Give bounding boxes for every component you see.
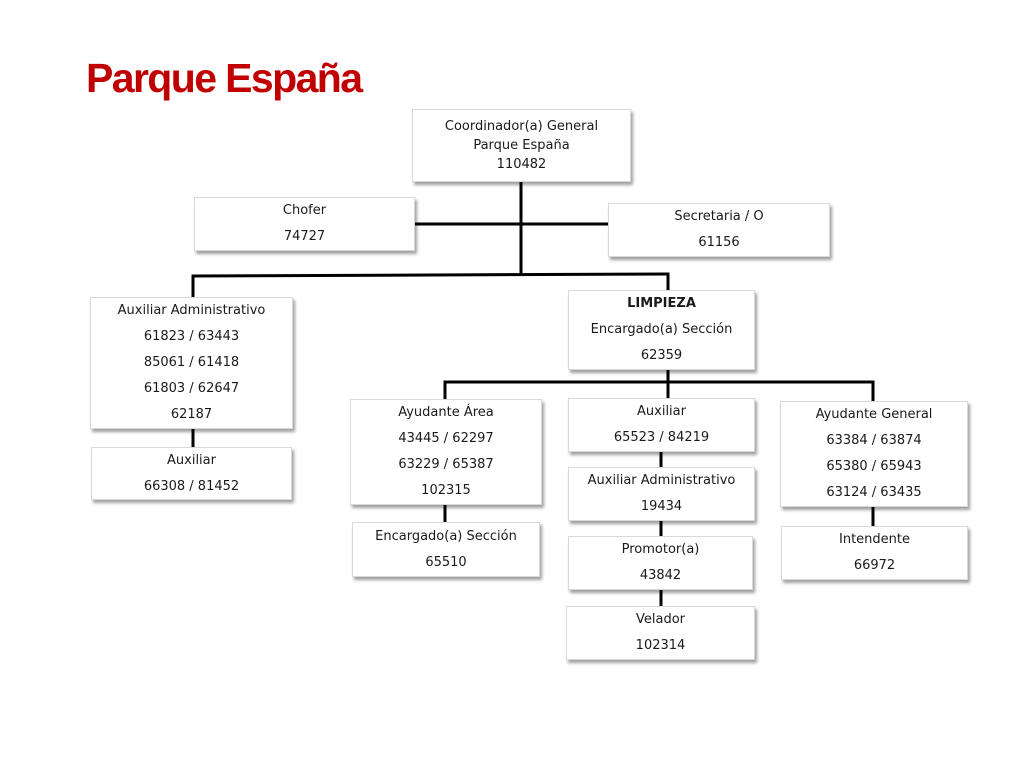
node-limpieza-department: LIMPIEZA [627, 296, 696, 311]
node-coordinador-subtitle: Parque España [473, 138, 570, 153]
node-ayudante-area-id-2: 63229 / 65387 [398, 457, 494, 472]
node-coordinador-role: Coordinador(a) General [444, 119, 599, 134]
node-limpieza: LIMPIEZA Encargado(a) Sección 62359 [568, 290, 755, 370]
node-auxiliar-center-id: 65523 / 84219 [613, 430, 710, 445]
node-secretaria-id: 61156 [698, 235, 740, 250]
node-aux-admin-left-id-1: 61823 / 63443 [143, 329, 240, 344]
node-aux-admin-center-id: 19434 [640, 499, 683, 514]
node-encargado-seccion: Encargado(a) Sección 65510 [352, 522, 540, 577]
node-aux-admin-center: Auxiliar Administrativo 19434 [568, 467, 755, 521]
node-encargado-seccion-role: Encargado(a) Sección [375, 528, 517, 544]
node-promotor: Promotor(a) 43842 [568, 536, 753, 590]
node-ayudante-area: Ayudante Área 43445 / 62297 63229 / 6538… [350, 399, 542, 505]
node-ayudante-general-id-3: 63124 / 63435 [826, 485, 922, 500]
node-promotor-id: 43842 [639, 568, 682, 583]
page-title: Parque España [86, 55, 363, 101]
node-auxiliar-center: Auxiliar 65523 / 84219 [568, 398, 755, 452]
node-encargado-seccion-id: 65510 [425, 554, 467, 570]
connector-level1-horizontal [191, 272, 670, 278]
node-secretaria-role: Secretaria / O [674, 209, 764, 224]
node-aux-admin-left-role: Auxiliar Administrativo [117, 303, 266, 318]
node-ayudante-general-id-2: 65380 / 65943 [826, 459, 922, 474]
node-intendente: Intendente 66972 [781, 526, 968, 580]
node-ayudante-general-id-1: 63384 / 63874 [826, 433, 922, 448]
node-ayudante-area-role: Ayudante Área [398, 405, 494, 420]
node-velador-id: 102314 [635, 638, 686, 653]
node-ayudante-general-role: Ayudante General [815, 407, 933, 422]
node-aux-admin-left-id-3: 61803 / 62647 [143, 381, 240, 396]
node-auxiliar-left: Auxiliar 66308 / 81452 [91, 447, 292, 500]
node-ayudante-area-id-1: 43445 / 62297 [398, 431, 494, 446]
node-secretaria: Secretaria / O 61156 [608, 203, 830, 257]
node-chofer: Chofer 74727 [194, 197, 415, 251]
node-aux-admin-left: Auxiliar Administrativo 61823 / 63443 85… [90, 297, 293, 429]
node-auxiliar-center-role: Auxiliar [637, 404, 686, 419]
node-aux-admin-center-role: Auxiliar Administrativo [587, 473, 736, 488]
node-velador: Velador 102314 [566, 606, 755, 660]
node-intendente-role: Intendente [839, 532, 910, 547]
node-chofer-id: 74727 [283, 229, 326, 244]
node-auxiliar-left-role: Auxiliar [167, 452, 216, 468]
node-coordinador: Coordinador(a) General Parque España 110… [412, 109, 631, 182]
node-auxiliar-left-id: 66308 / 81452 [143, 478, 240, 494]
node-intendente-id: 66972 [853, 558, 896, 573]
node-aux-admin-left-id-4: 62187 [170, 407, 213, 422]
node-ayudante-area-id-3: 102315 [421, 483, 471, 498]
node-chofer-role: Chofer [282, 203, 327, 218]
node-limpieza-id: 62359 [640, 348, 683, 363]
node-aux-admin-left-id-2: 85061 / 61418 [143, 355, 240, 370]
node-velador-role: Velador [635, 612, 685, 627]
node-promotor-role: Promotor(a) [621, 542, 700, 557]
node-coordinador-id: 110482 [496, 157, 547, 172]
node-limpieza-role: Encargado(a) Sección [590, 322, 733, 337]
node-ayudante-general: Ayudante General 63384 / 63874 65380 / 6… [780, 401, 968, 507]
